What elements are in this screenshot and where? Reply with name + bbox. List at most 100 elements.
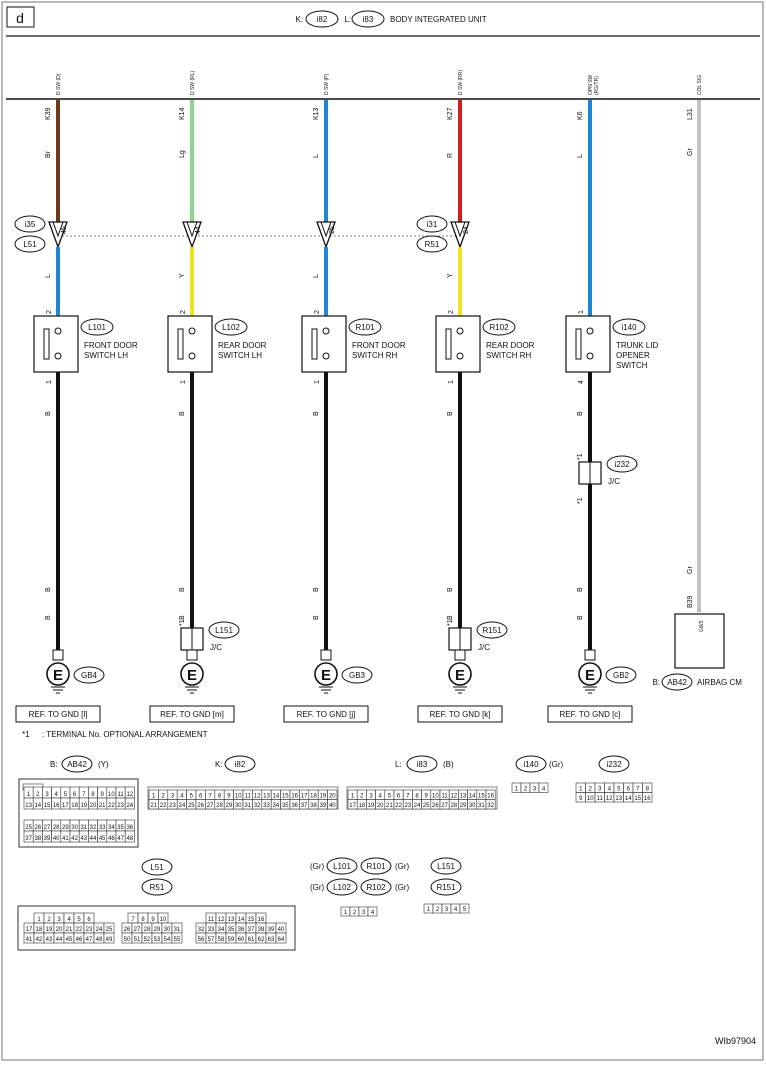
l151-id: L151 — [437, 862, 455, 871]
jc-label: J/C — [210, 643, 222, 652]
terminal-label-group: K13 — [313, 107, 320, 120]
pin-number: 46 — [76, 937, 83, 943]
ref-box — [417, 705, 503, 723]
wire-upper-color-label: R — [447, 153, 454, 158]
pin-number: 15 — [248, 917, 255, 923]
pin-number: 2 — [47, 917, 51, 923]
r151-id: R151 — [436, 883, 456, 892]
pin-number: 27 — [441, 803, 448, 809]
joint-pin-label-group: 44 — [195, 226, 202, 234]
pin-number: 23 — [404, 803, 411, 809]
pin-number: 10 — [432, 794, 439, 800]
pin-number: 20 — [377, 803, 384, 809]
terminal-label: K14 — [179, 107, 186, 120]
footnote-text: : TERMINAL No. OPTIONAL ARRANGEMENT — [42, 730, 208, 739]
jc-id-oval — [606, 455, 638, 473]
pin-number: 56 — [198, 937, 205, 943]
i82-id-oval — [224, 755, 256, 773]
switch-pin-out-group: 1 — [448, 380, 455, 384]
pin-number: 4 — [542, 787, 546, 793]
pin-number: 16 — [291, 794, 298, 800]
pin-number: 3 — [45, 792, 49, 798]
pin-number: 4 — [608, 787, 612, 793]
switch-id: R102 — [489, 323, 509, 332]
header-connector-k-oval — [305, 10, 339, 28]
pin-number: 1 — [515, 787, 519, 793]
pin-number: 15 — [44, 803, 51, 809]
pin-number: 30 — [71, 825, 78, 831]
header-connector-l: i83 — [363, 15, 374, 24]
pin-number: 19 — [80, 803, 87, 809]
pin-number: 49 — [106, 937, 113, 943]
switch-name-line-3: SWITCH — [616, 361, 648, 370]
header-title: BODY INTEGRATED UNIT — [390, 15, 487, 24]
pin-number: 21 — [99, 803, 106, 809]
signal-label: D SW (RL) — [190, 71, 196, 96]
i83-id-oval — [406, 755, 438, 773]
ground-wire-color-2: B — [313, 587, 320, 592]
pin-number: 32 — [254, 803, 261, 809]
pin-number: 17 — [26, 927, 33, 933]
pin-number: 10 — [108, 792, 115, 798]
pin-label-group: B39 — [687, 595, 694, 608]
pin-number: 8 — [415, 794, 419, 800]
ground-circle — [46, 662, 70, 686]
ground-stub — [584, 649, 596, 661]
switch-pin-out: 1 — [448, 380, 455, 384]
jc-label: J/C — [478, 643, 490, 652]
pin-number: 48 — [96, 937, 103, 943]
pin-number: 8 — [218, 794, 222, 800]
pin-number: 13 — [615, 796, 622, 802]
pin-number: 18 — [310, 794, 317, 800]
pin-number: 26 — [197, 803, 204, 809]
ground-id: GB3 — [349, 671, 366, 680]
pin-number: 41 — [62, 836, 69, 842]
pin-number: 50 — [124, 937, 131, 943]
switch-box — [565, 315, 611, 373]
pin-number: 6 — [199, 794, 203, 800]
pin-number: 7 — [82, 792, 86, 798]
airbag-box — [674, 613, 725, 669]
l101-id-oval — [326, 857, 358, 875]
pin-number: 32 — [90, 825, 97, 831]
wire-upper-color-label-group: Br — [45, 150, 52, 158]
pin-number: 36 — [238, 927, 245, 933]
pin-number: 27 — [134, 927, 141, 933]
ground-wire-color-3: B — [313, 615, 320, 620]
ground-letter: E — [53, 667, 63, 684]
pin-number: 13 — [25, 803, 32, 809]
switch-contact-bottom — [322, 352, 330, 360]
i83-id: i83 — [417, 760, 428, 769]
pin-number: 1 — [351, 794, 355, 800]
wire-lower — [458, 247, 462, 318]
wire-lower-color-label-group: Gr — [687, 566, 694, 574]
joint-connector — [182, 221, 202, 249]
switch-box — [33, 315, 79, 373]
wire-upper-color-label: L — [313, 154, 320, 158]
wire-lower — [324, 247, 328, 318]
terminal-label-group: L31 — [687, 108, 694, 120]
pin-number: 1 — [27, 792, 31, 798]
switch-symbol — [445, 328, 452, 360]
joint-connector — [316, 221, 336, 249]
pin-number: 20 — [56, 927, 63, 933]
pin-number: 35 — [282, 803, 289, 809]
ground-wire-color-2: B — [45, 587, 52, 592]
pin-number: 31 — [478, 803, 485, 809]
switch-contact-top — [188, 327, 196, 335]
pin-number: 11 — [441, 794, 448, 800]
pin-number: 25 — [106, 927, 113, 933]
jc-id: R151 — [482, 626, 502, 635]
ground-symbol: E — [448, 649, 472, 694]
pin-number: 39 — [320, 803, 327, 809]
pin-number: 4 — [55, 792, 59, 798]
ground-id-oval — [341, 666, 373, 684]
ground-letter: E — [187, 667, 197, 684]
pin-number: 19 — [320, 794, 327, 800]
pin-number: 18 — [358, 803, 365, 809]
switch-symbol — [575, 328, 582, 360]
